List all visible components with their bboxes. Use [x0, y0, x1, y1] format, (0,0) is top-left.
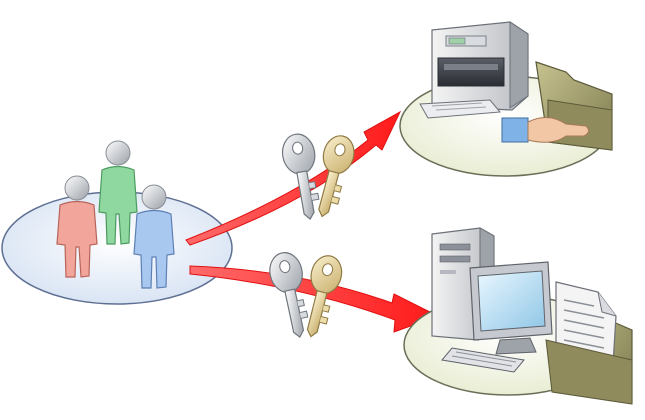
- printer-resource-node: [399, 21, 613, 177]
- arrow-to-printer: [185, 110, 402, 246]
- folder-front-icon: [545, 339, 633, 405]
- silver-key-icon: [269, 252, 309, 338]
- key-pair-icon: [281, 133, 355, 220]
- silver-key-icon: [281, 133, 320, 220]
- keyboard-icon: [441, 347, 525, 373]
- person-blue-icon: [133, 184, 175, 289]
- computer-icon: [469, 261, 553, 355]
- computer-resource-node: [403, 227, 633, 405]
- hand-icon: [501, 117, 590, 143]
- user-group-icon: [56, 140, 175, 289]
- printer-icon: [419, 21, 529, 119]
- person-pink-icon: [56, 175, 98, 278]
- key-pair-icon: [269, 252, 343, 338]
- person-green-icon: [98, 140, 138, 245]
- gold-key-icon: [318, 135, 355, 218]
- gold-key-icon: [306, 255, 343, 338]
- user-group-node: [1, 140, 233, 305]
